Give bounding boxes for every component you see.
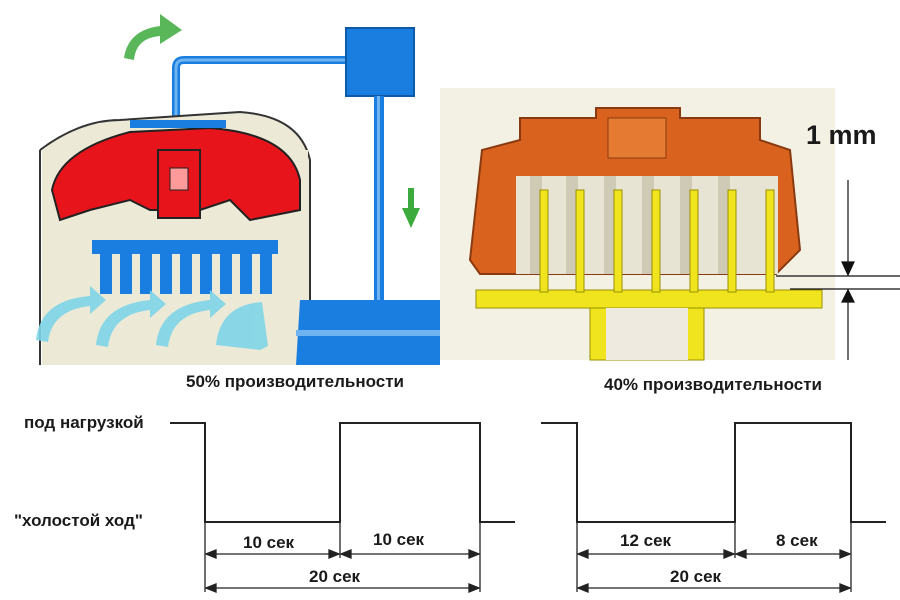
left-first-interval-label: 10 сек (243, 533, 295, 552)
right-first-interval-label: 12 сек (620, 531, 672, 550)
blue-cooling-fins (92, 240, 278, 294)
green-curved-arrow-icon (124, 14, 182, 60)
left-second-interval-label: 10 сек (373, 530, 425, 549)
idle-state-label: "холостой ход" (14, 511, 143, 530)
green-down-arrow-icon (402, 188, 420, 228)
right-total-interval-label: 20 сек (670, 567, 722, 586)
right-second-interval-label: 8 сек (776, 531, 818, 550)
yellow-unloader-plate (475, 189, 823, 361)
left-caption: 50% производительности (186, 372, 405, 391)
unloader-plate-drawing (468, 107, 900, 361)
load-state-label: под нагрузкой (24, 413, 144, 432)
right-load-waveform (541, 422, 886, 523)
gap-dimension-lines (776, 180, 900, 360)
cyan-flow-arrows-icon (36, 286, 268, 350)
solenoid-valve-box (345, 27, 415, 97)
left-total-interval-label: 20 сек (309, 567, 361, 586)
right-caption: 40% производительности (604, 375, 823, 394)
compressor-cross-section-illustration (36, 14, 440, 365)
left-load-waveform (170, 422, 515, 523)
gap-label: 1 mm (806, 120, 877, 150)
